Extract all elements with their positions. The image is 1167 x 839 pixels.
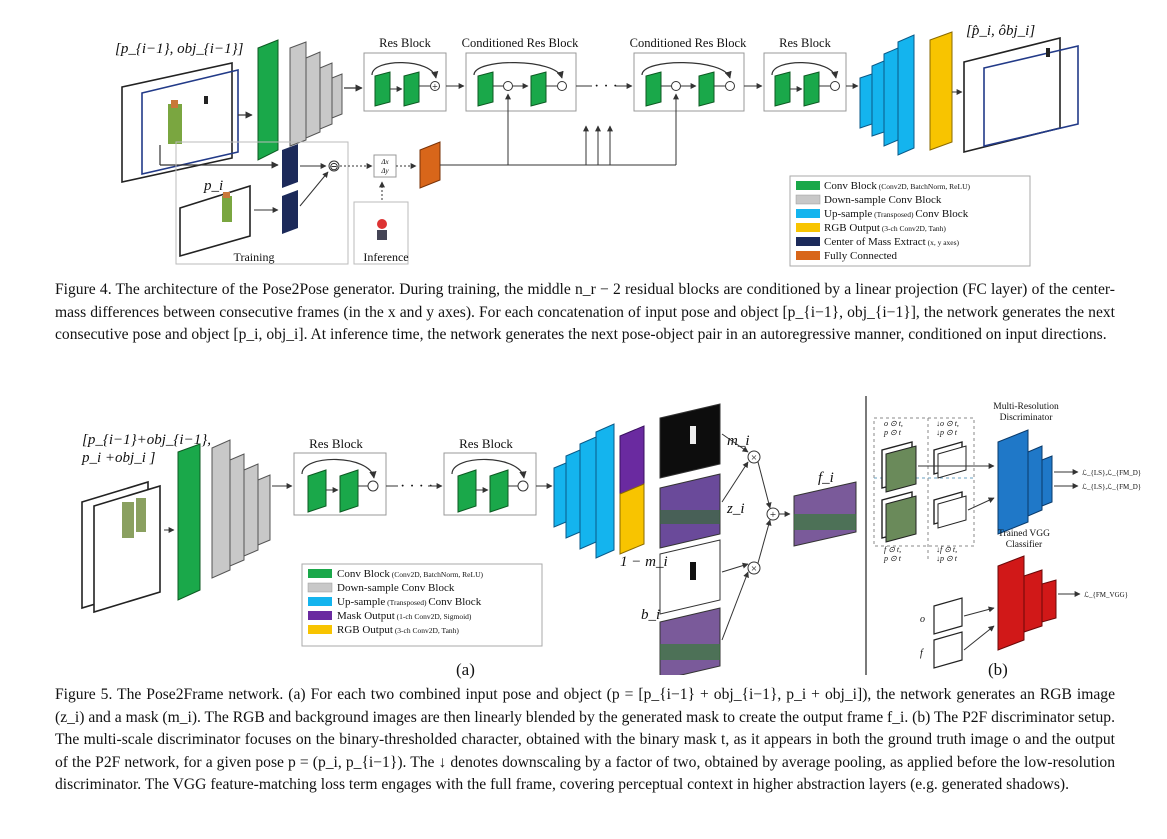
fig5-legend-item-5: RGB Output (3-ch Conv2D, Tanh) bbox=[337, 624, 459, 636]
fig5-background-image bbox=[659, 607, 721, 675]
fig4-legend-item-4: RGB Output (3-ch Conv2D, Tanh) bbox=[824, 222, 946, 234]
fig4-input-frames bbox=[121, 62, 239, 183]
fig4-legend-item-1: Conv Block (Conv2D, BatchNorm, ReLU) bbox=[824, 180, 970, 192]
svg-text:×: × bbox=[751, 452, 757, 464]
fig4-output-label: [p̂_i, ôbj_i] bbox=[966, 23, 1035, 39]
fig5-op-4: ↓p ⊙ t bbox=[936, 428, 958, 437]
fig5-caption-text: Figure 5. The Pose2Frame network. (a) Fo… bbox=[55, 686, 1115, 793]
fig5-legend-item-1: Conv Block (Conv2D, BatchNorm, ReLU) bbox=[337, 568, 483, 580]
fig4-output-frames bbox=[963, 36, 1079, 154]
fig5-label-f: f_i bbox=[818, 470, 834, 486]
fig4-diagram: [p_{i−1}, obj_{i−1}] + Res Block Conditi… bbox=[115, 23, 1079, 267]
fig4-inference-label: Inference bbox=[363, 250, 408, 264]
fig4-decoder bbox=[859, 31, 953, 156]
fig4-caption-text: Figure 4. The architecture of the Pose2P… bbox=[55, 281, 1115, 343]
fig5-loss-3: ℒ_{FM_VGG} bbox=[1084, 591, 1128, 599]
fig4-legend-item-6: Fully Connected bbox=[824, 250, 898, 262]
fig5-blend-ops: × × + bbox=[721, 433, 791, 641]
fig4-input-label: [p_{i−1}, obj_{i−1}] bbox=[115, 41, 244, 57]
fig5-label-1-m: 1 − m_i bbox=[620, 554, 668, 570]
fig5-encoder bbox=[177, 439, 271, 601]
fig4-delta-x: Δx bbox=[380, 158, 389, 166]
fig5-op-8: ↓p ⊙ t bbox=[936, 554, 958, 563]
fig5-op-5: f ⊙ t, bbox=[884, 545, 901, 554]
fig4-training-label: Training bbox=[234, 250, 275, 264]
fig5-mask-image bbox=[659, 403, 721, 479]
fig5-op-1: o ⊙ t, bbox=[884, 419, 903, 428]
svg-text:+: + bbox=[432, 82, 438, 93]
fig5-label-m: m_i bbox=[727, 433, 750, 449]
fig4-legend-item-3: Up-sample (Transposed) Conv Block bbox=[824, 208, 969, 220]
fig5-legend: Conv Block (Conv2D, BatchNorm, ReLU) Dow… bbox=[301, 563, 543, 647]
fig4-caption: Figure 4. The architecture of the Pose2P… bbox=[55, 279, 1115, 347]
fig5-op-7: ↓f ⊙ t, bbox=[936, 545, 957, 554]
fig5-op-3: ↓o ⊙ t, bbox=[936, 419, 959, 428]
fig5-diagram: [p_{i−1}+obj_{i−1}, p_i +obj_i ] Res Blo… bbox=[81, 396, 1141, 675]
fig5-o-label: o bbox=[920, 614, 925, 625]
fig4-cond-res-block-1 bbox=[465, 52, 577, 112]
fig5-res-block-2 bbox=[443, 452, 537, 516]
fig5-legend-item-2: Down-sample Conv Block bbox=[337, 582, 455, 594]
svg-text:+: + bbox=[770, 509, 776, 521]
fig5-decoder bbox=[553, 423, 645, 559]
fig5-inv-mask-image bbox=[659, 539, 721, 615]
fig4-legend-item-2: Down-sample Conv Block bbox=[824, 194, 942, 206]
subfigure-a-label: (a) bbox=[456, 660, 475, 679]
fig4-encoder bbox=[257, 39, 343, 161]
fig4-legend: Conv Block (Conv2D, BatchNorm, ReLU) Dow… bbox=[789, 175, 1031, 267]
fig5-legend-item-4: Mask Output (1-ch Conv2D, Sigmoid) bbox=[337, 610, 472, 622]
fig5-label-z: z_i bbox=[726, 501, 745, 517]
svg-text:· · ·: · · · bbox=[594, 78, 618, 95]
fig5-block-title-1: Res Block bbox=[309, 436, 363, 451]
fig5-disc-title-2: Discriminator bbox=[1000, 413, 1054, 423]
fig4-legend-item-5: Center of Mass Extract (x, y axes) bbox=[824, 236, 960, 248]
fig5-op-6: p ⊙ t bbox=[883, 554, 902, 563]
fig5-legend-item-3: Up-sample (Transposed) Conv Block bbox=[337, 596, 482, 608]
fig4-delta-y: Δy bbox=[380, 167, 389, 175]
fig5-input-frames bbox=[81, 480, 161, 614]
subfigure-b-label: (b) bbox=[988, 660, 1008, 679]
fig5-f-label: f bbox=[920, 648, 924, 659]
fig4-res-block-1: + bbox=[363, 52, 447, 112]
fig4-block-title-4: Res Block bbox=[779, 36, 831, 50]
fig5-res-block-1 bbox=[293, 452, 387, 516]
fig4-minus-op: ⊖ bbox=[329, 161, 338, 173]
fig5-op-2: p ⊙ t bbox=[883, 428, 902, 437]
fig5-input-line1: [p_{i−1}+obj_{i−1}, bbox=[82, 432, 211, 448]
fig5-label-b: b_i bbox=[641, 607, 660, 623]
fig4-pi-label: p_i bbox=[203, 178, 223, 194]
fig5-vgg-title-1: Trained VGG bbox=[998, 529, 1050, 539]
fig4-block-title-2: Conditioned Res Block bbox=[462, 36, 579, 50]
fig4-res-block-2 bbox=[763, 52, 847, 112]
fig5-caption: Figure 5. The Pose2Frame network. (a) Fo… bbox=[55, 684, 1115, 797]
fig5-input-line2: p_i +obj_i ] bbox=[81, 450, 156, 466]
fig5-discriminator-panel bbox=[873, 417, 1081, 669]
svg-text:×: × bbox=[751, 563, 757, 575]
fig5-disc-title-1: Multi-Resolution bbox=[993, 402, 1059, 412]
fig5-block-title-2: Res Block bbox=[459, 436, 513, 451]
fig5-output-frame bbox=[793, 481, 857, 547]
fig4-conditioning-path bbox=[159, 93, 679, 265]
fig4-block-title-3: Conditioned Res Block bbox=[630, 36, 747, 50]
svg-text:· · · ·: · · · · bbox=[400, 478, 433, 495]
fig5-loss-1: ℒ_{LS},ℒ_{FM_D} bbox=[1082, 469, 1141, 477]
fig4-block-title-1: Res Block bbox=[379, 36, 431, 50]
fig5-loss-2: ℒ_{LS},ℒ_{FM_D} bbox=[1082, 483, 1141, 491]
fig5-rgb-image bbox=[659, 473, 721, 549]
fig5-vgg-title-2: Classifier bbox=[1006, 539, 1043, 550]
fig4-cond-res-block-2 bbox=[633, 52, 745, 112]
